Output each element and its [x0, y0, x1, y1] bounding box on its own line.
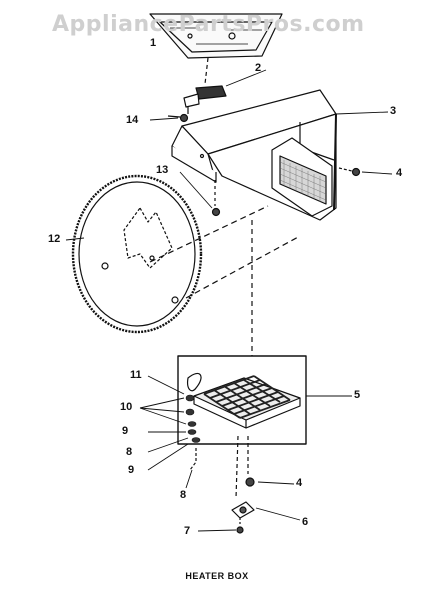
callout-10: 10 [120, 401, 133, 413]
callout-7: 7 [184, 525, 191, 537]
part-1-top-plate [149, 13, 283, 59]
callout-14: 14 [126, 114, 139, 126]
callout-8-upper: 8 [126, 446, 133, 458]
diagram-caption: HEATER BOX [185, 571, 249, 581]
watermark-text: AppliancePartsPros.com [52, 12, 365, 37]
callout-3: 3 [390, 105, 397, 117]
callout-4-upper: 4 [396, 167, 403, 179]
part-4-nut-upper [338, 167, 361, 177]
part-14-screw [167, 113, 189, 123]
callout-12: 12 [48, 233, 61, 245]
part-4-nut-lower [245, 477, 255, 487]
callout-8-lower: 8 [180, 489, 187, 501]
callout-5: 5 [354, 389, 361, 401]
callout-9-lower: 9 [128, 464, 135, 476]
callout-4-lower: 4 [296, 477, 303, 489]
callout-11: 11 [130, 369, 142, 381]
callout-6: 6 [302, 516, 309, 528]
part-6-thermostat [231, 501, 255, 519]
part-3-housing [171, 89, 337, 221]
callout-2: 2 [255, 62, 262, 74]
part-13-fastener [211, 180, 221, 217]
part-7-screw [236, 518, 244, 534]
callout-1: 1 [150, 37, 157, 49]
part-5-heater-assembly [177, 355, 307, 445]
callout-9-upper: 9 [122, 425, 129, 437]
part-2-bracket [183, 85, 227, 114]
callout-13: 13 [156, 164, 169, 176]
part-12-gasket-ring [71, 174, 203, 334]
